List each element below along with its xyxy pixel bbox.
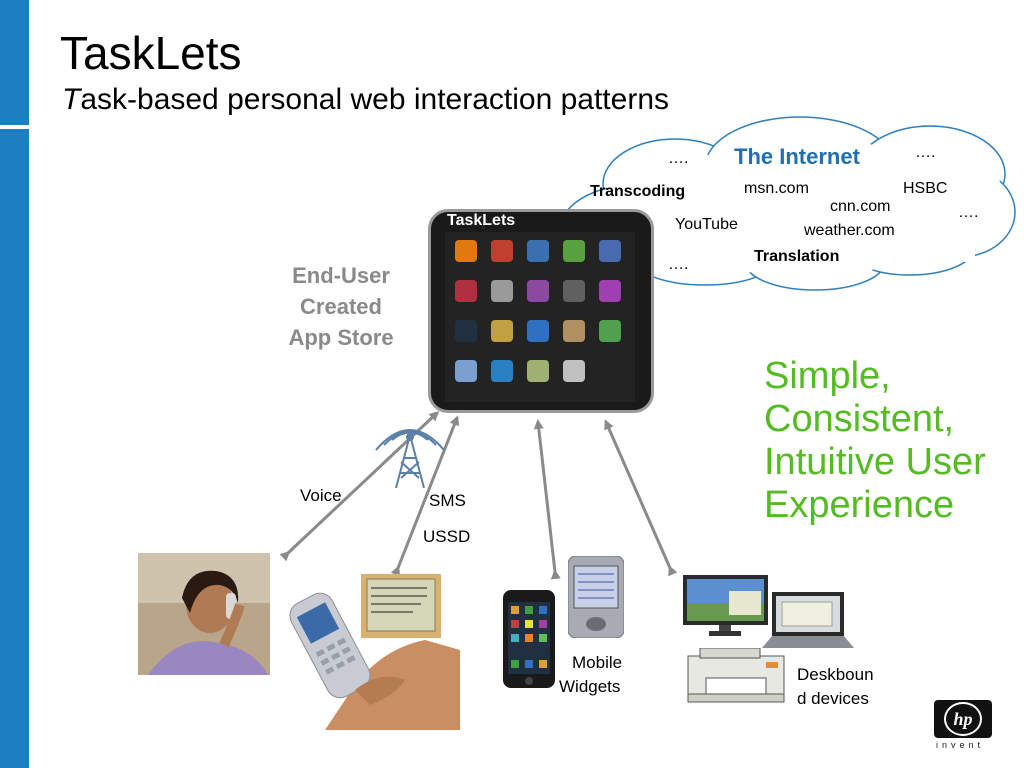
cloud-item-hsbc: HSBC	[903, 180, 948, 197]
hp-logo: hp	[934, 700, 992, 738]
tagline: Simple, Consistent, Intuitive User Exper…	[764, 355, 986, 527]
app-icon[interactable]	[455, 320, 477, 342]
deskbound-label-2: d devices	[797, 689, 869, 708]
tagline-line: Intuitive User	[764, 441, 986, 483]
app-icon[interactable]	[599, 280, 621, 302]
app-icon[interactable]	[563, 320, 585, 342]
voice-label: Voice	[300, 486, 342, 505]
hp-invent-text: invent	[936, 740, 985, 750]
deskbound-arrow	[604, 419, 678, 577]
app-store-label-line: End-User	[292, 263, 390, 288]
internet-cloud-title: The Internet	[734, 144, 860, 169]
sms-arrow	[390, 415, 460, 577]
cloud-item-translation: Translation	[754, 248, 840, 265]
app-icon[interactable]	[599, 240, 621, 262]
cloud-item-cnn: cnn.com	[830, 198, 891, 215]
app-icon[interactable]	[527, 360, 549, 382]
hp-logo-mark: hp	[944, 702, 982, 736]
desktop-monitor-icon	[683, 575, 768, 636]
app-store-label: End-User Created App Store	[270, 260, 412, 353]
app-icon[interactable]	[563, 360, 585, 382]
subtitle-initial: T	[62, 83, 81, 116]
app-icon[interactable]	[455, 240, 477, 262]
mobile-widgets-arrow	[533, 419, 561, 580]
cloud-item-weather: weather.com	[804, 222, 895, 239]
cloud-ellipsis: ….	[668, 150, 689, 167]
cloud-item-transcoding: Transcoding	[590, 183, 686, 200]
left-accent-bar-gap	[0, 125, 29, 129]
deskbound-label-1: Deskboun	[797, 665, 874, 684]
tagline-line: Experience	[764, 484, 955, 526]
smartphone-photo	[503, 590, 555, 688]
woman-on-phone-photo	[138, 553, 270, 675]
app-icon[interactable]	[491, 320, 513, 342]
svg-text:hp: hp	[953, 709, 972, 729]
app-icon[interactable]	[491, 280, 513, 302]
app-icon[interactable]	[455, 360, 477, 382]
cloud-item-msn: msn.com	[744, 180, 809, 197]
sms-label: SMS	[429, 491, 466, 510]
app-icon[interactable]	[563, 280, 585, 302]
tablet-label: TaskLets	[447, 212, 516, 229]
printer-icon	[687, 648, 785, 703]
tagline-line: Consistent,	[764, 398, 955, 440]
app-icon[interactable]	[527, 240, 549, 262]
app-icon[interactable]	[491, 360, 513, 382]
app-store-label-line: Created	[300, 294, 382, 319]
radio-tower-icon	[375, 429, 445, 489]
slide-title: TaskLets	[60, 27, 242, 79]
pda-photo	[568, 556, 624, 638]
mobile-widgets-label-2: Widgets	[559, 677, 621, 696]
app-icon[interactable]	[527, 320, 549, 342]
tagline-line: Simple,	[764, 355, 891, 397]
app-store-label-line: App Store	[288, 325, 394, 350]
slide-subtitle: Task-based personal web interaction patt…	[62, 82, 669, 118]
app-icon[interactable]	[563, 240, 585, 262]
app-icon[interactable]	[527, 280, 549, 302]
internet-cloud-shape	[559, 116, 1016, 291]
sms-screen-photo	[361, 574, 441, 638]
cloud-item-youtube: YouTube	[675, 216, 738, 233]
app-icon[interactable]	[491, 240, 513, 262]
hand-holding-phone-photo	[289, 592, 460, 730]
app-icon[interactable]	[455, 280, 477, 302]
app-icon[interactable]	[599, 320, 621, 342]
ussd-label: USSD	[423, 527, 471, 546]
subtitle-rest: ask-based personal web interaction patte…	[80, 83, 670, 116]
cloud-ellipsis: ….	[915, 144, 936, 161]
cloud-ellipsis: ….	[958, 204, 979, 221]
cloud-ellipsis: ….	[668, 256, 689, 273]
mobile-widgets-label-1: Mobile	[572, 653, 623, 672]
laptop-icon	[762, 592, 854, 648]
